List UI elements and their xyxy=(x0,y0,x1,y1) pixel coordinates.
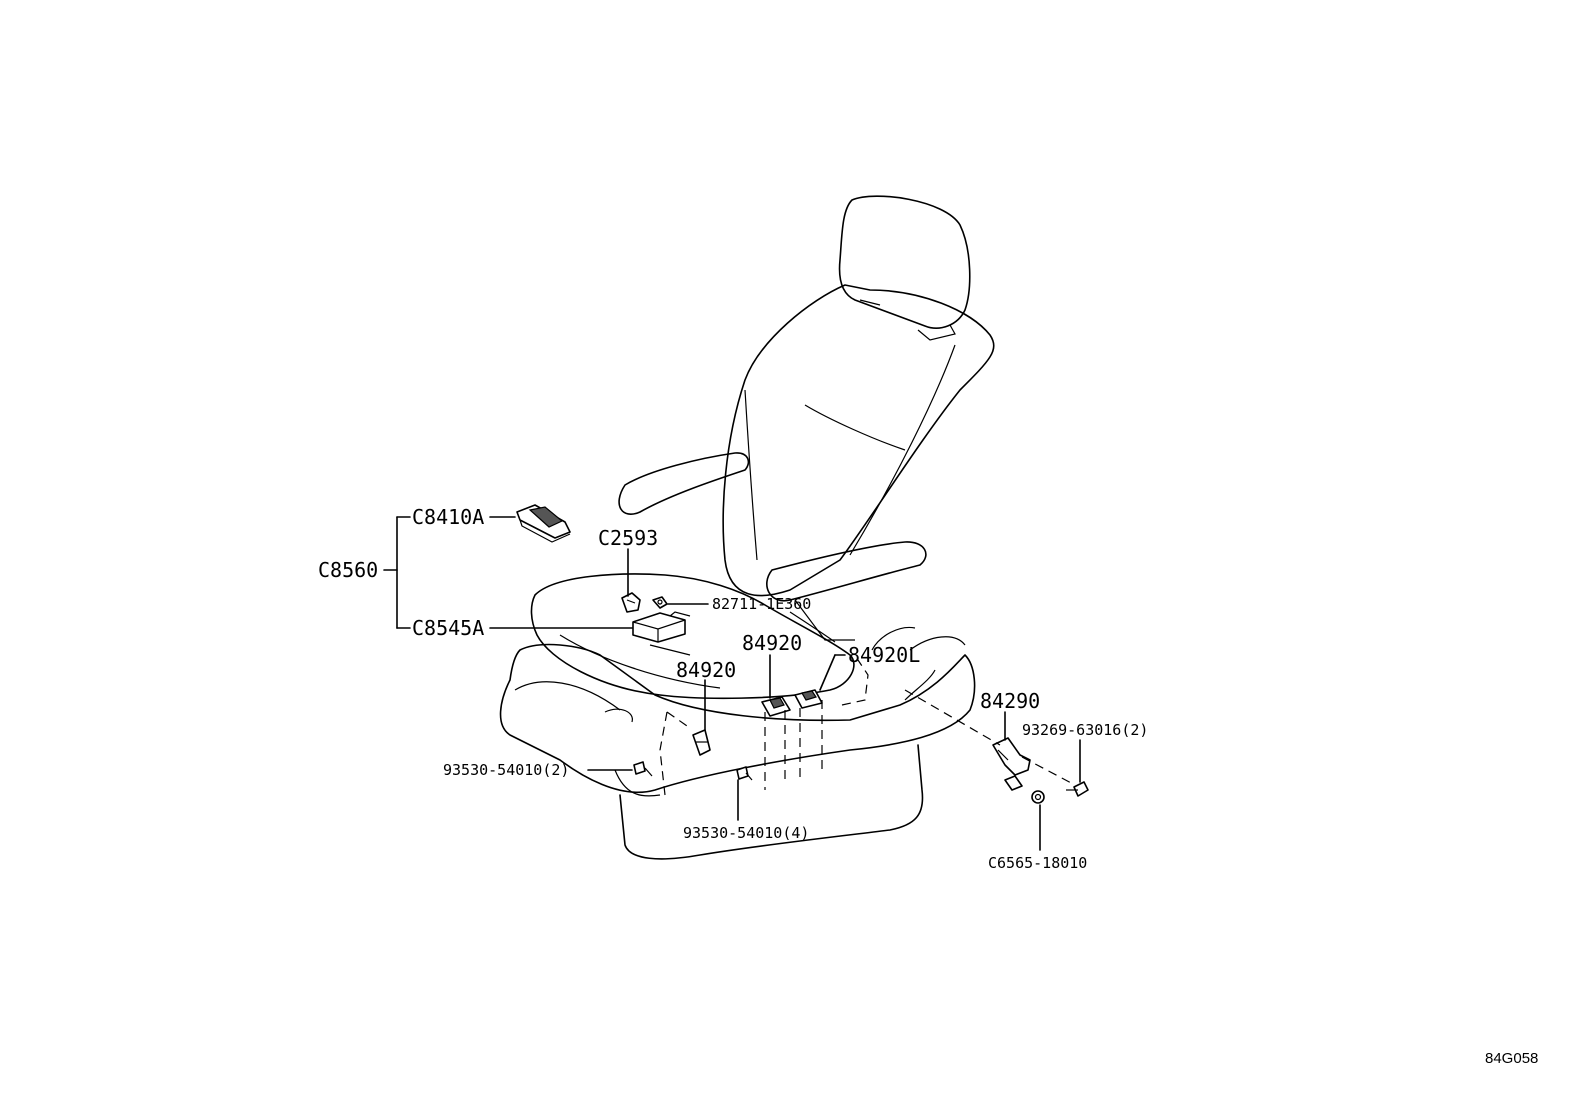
clip-c2593 xyxy=(621,592,641,613)
switch-84920-center xyxy=(761,696,791,717)
screw-93530-center xyxy=(736,766,753,781)
switch-84920-left xyxy=(692,729,711,756)
label-82711: 82711-1E360 xyxy=(712,595,811,613)
clip-82711 xyxy=(652,596,668,609)
seat-illustration xyxy=(499,195,995,860)
label-c6565: C6565-18010 xyxy=(988,854,1087,872)
label-84920l: 84920L xyxy=(848,643,920,667)
label-c8545a: C8545A xyxy=(412,616,484,640)
label-84290: 84290 xyxy=(980,689,1040,713)
label-93530-center: 93530-54010(4) xyxy=(683,824,809,842)
left-armrest xyxy=(618,452,750,515)
label-c8560: C8560 xyxy=(318,558,378,582)
label-84920-center: 84920 xyxy=(742,631,802,655)
label-84920-left: 84920 xyxy=(676,658,736,682)
seat-cushion xyxy=(530,573,855,700)
leader-lines xyxy=(383,516,1081,851)
right-armrest xyxy=(766,541,927,602)
assembly-lines xyxy=(659,659,1076,796)
module-c8545a xyxy=(632,611,691,643)
components xyxy=(516,504,1089,804)
headrest xyxy=(838,195,971,329)
switch-84920l xyxy=(794,689,823,709)
seat-riser xyxy=(619,744,924,860)
label-93530-left: 93530-54010(2) xyxy=(443,761,569,779)
label-93269: 93269-63016(2) xyxy=(1022,721,1148,739)
seatback xyxy=(722,284,995,597)
seat-base xyxy=(499,643,976,794)
screw-93269 xyxy=(1066,781,1089,797)
bracket-84290 xyxy=(992,737,1031,791)
switch-c8410a xyxy=(516,504,571,543)
label-c8410a: C8410A xyxy=(412,505,484,529)
callout-labels: C8560 C8410A C8545A C2593 82711-1E360 84… xyxy=(318,505,1148,872)
diagram-reference-code: 84G058 xyxy=(1485,1050,1538,1067)
label-c2593: C2593 xyxy=(598,526,658,550)
screw-93530-left xyxy=(633,761,653,777)
screw-c6565 xyxy=(1031,790,1045,804)
